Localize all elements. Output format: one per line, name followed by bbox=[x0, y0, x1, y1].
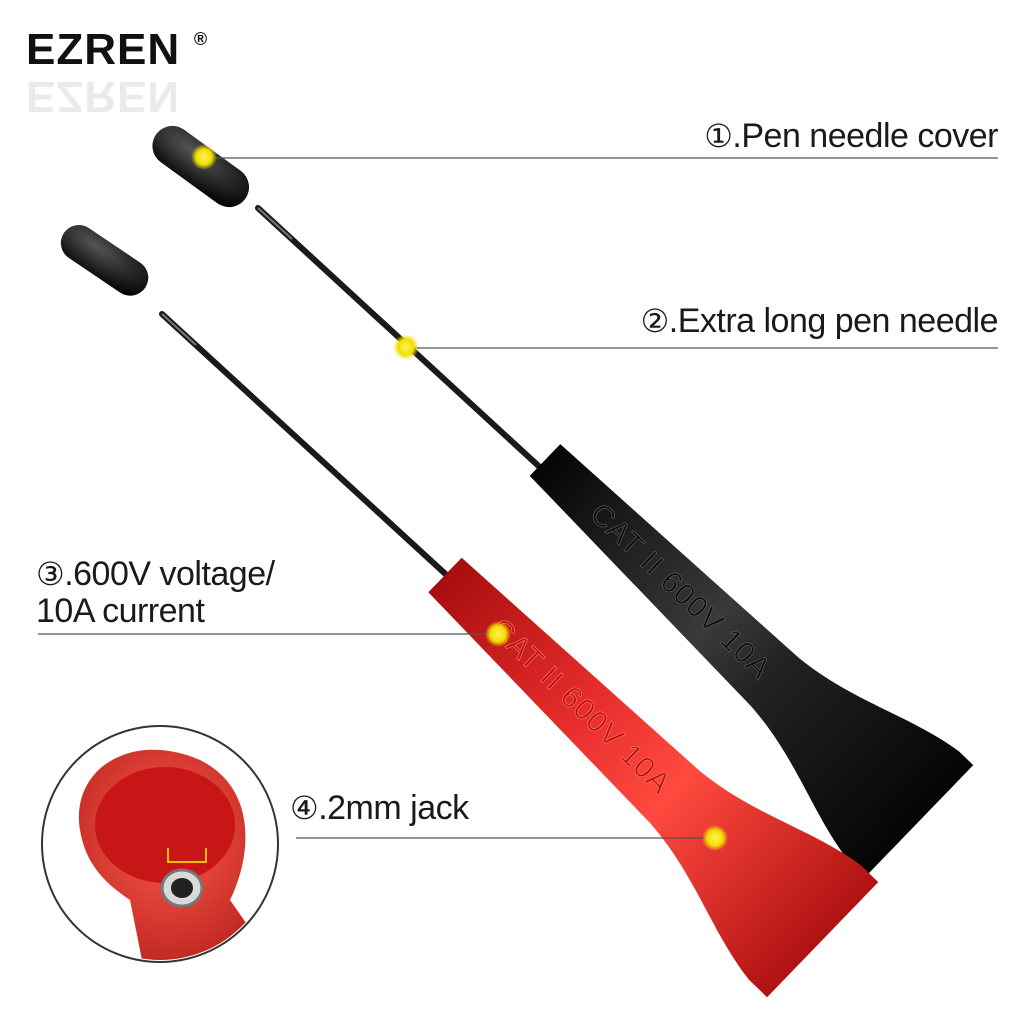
callout-2mm-jack: ④.2mm jack bbox=[290, 789, 469, 827]
callout-lines bbox=[38, 157, 998, 839]
brand-logo: EZREN ® bbox=[26, 25, 207, 74]
callout-index: ① bbox=[704, 118, 733, 154]
red-probe-marking: CAT II 600V 10A bbox=[484, 612, 678, 801]
callout-index: ③ bbox=[36, 556, 65, 592]
jack-detail-inset bbox=[41, 725, 279, 963]
callout-extra-long-needle: ②.Extra long pen needle bbox=[640, 302, 999, 340]
registered-mark: ® bbox=[193, 29, 209, 49]
highlight-dot-jack bbox=[702, 825, 728, 851]
red-probe-needle bbox=[159, 311, 455, 583]
callout-voltage-current: ③.600V voltage/ 10A current bbox=[36, 555, 275, 631]
callout-index: ② bbox=[640, 303, 670, 339]
highlight-dot-rating bbox=[485, 621, 511, 647]
needle-cover-second bbox=[60, 224, 149, 296]
black-probe-marking: CAT II 600V 10A bbox=[584, 497, 778, 686]
callout-text: .Pen needle cover bbox=[732, 117, 998, 155]
highlight-dot-needle bbox=[393, 334, 419, 360]
callout-text: .600V voltage/ bbox=[64, 555, 275, 593]
callout-pen-needle-cover: ①.Pen needle cover bbox=[704, 117, 998, 155]
callout-text: .2mm jack bbox=[318, 789, 469, 827]
highlight-dot-cover bbox=[191, 144, 217, 170]
callout-text: .Extra long pen needle bbox=[668, 302, 999, 340]
callout-index: ④ bbox=[290, 790, 319, 826]
callout-text-line2: 10A current bbox=[36, 592, 205, 631]
brand-name: EZREN bbox=[26, 25, 181, 74]
